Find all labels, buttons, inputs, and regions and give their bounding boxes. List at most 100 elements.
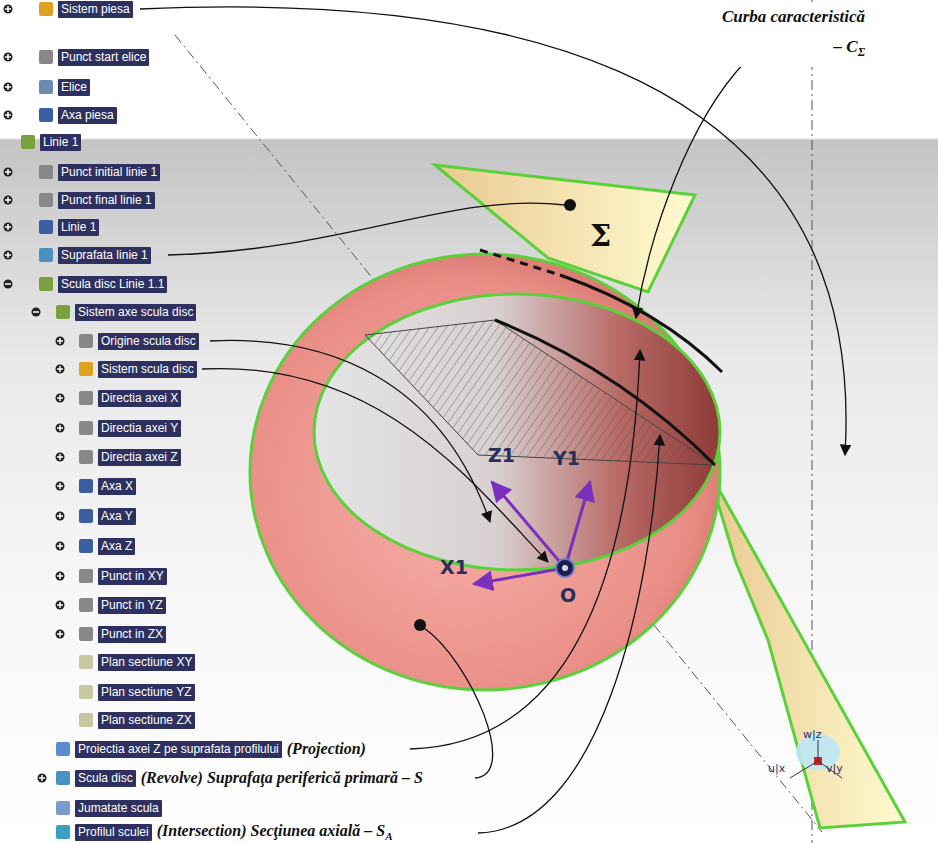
tree-expander	[38, 774, 47, 783]
tree-item-text: Scula disc	[78, 771, 133, 785]
y1-axis	[565, 482, 590, 568]
tree-item-text: Profilul sculei	[78, 825, 149, 839]
subscript: Σ	[858, 45, 865, 59]
tree-item-text: Linie 1	[61, 220, 96, 234]
tree-icon	[79, 569, 93, 583]
tree-expander	[7, 197, 9, 203]
tree-item-text: Linie 1	[43, 135, 78, 149]
tree-item: Punct initial linie 1	[58, 164, 160, 181]
tree-expander	[5, 283, 11, 285]
surface-name: Σ	[590, 218, 611, 253]
tree-icon	[39, 50, 53, 64]
tree-expander	[56, 512, 65, 521]
tree-item-text: Punct start elice	[61, 50, 146, 64]
tree-item: Directia axei Z	[98, 449, 181, 466]
tree-item-text: Plan sectiune ZX	[101, 713, 192, 727]
part-axis	[175, 35, 822, 832]
tree-expander	[59, 631, 61, 637]
tree-item: Punct in XY	[98, 568, 167, 585]
tree-item-text: Proiectia axei Z pe suprafata profilului	[78, 742, 279, 756]
tree-expander	[59, 602, 61, 608]
tree-item-text: Elice	[61, 80, 87, 94]
operation-text: (Projection)	[287, 740, 366, 757]
tree-expander	[56, 542, 65, 551]
tree-item: Punct in ZX	[98, 626, 166, 643]
tree-icon	[79, 713, 93, 727]
tree-item-text: Sistem scula disc	[101, 362, 194, 376]
tree-icon	[79, 334, 93, 348]
tree-item: Jumatate scula	[75, 800, 162, 817]
tree-item-text: Punct in XY	[101, 569, 164, 583]
tree-expander	[4, 53, 13, 62]
tree-expander	[33, 311, 39, 313]
tree-icon	[79, 450, 93, 464]
tree-item: Scula disc Linie 1.1	[58, 276, 167, 293]
subscript: A	[385, 830, 392, 842]
tree-expander	[56, 424, 65, 433]
tree-item-text: Axa Y	[101, 509, 133, 523]
tree-expander	[56, 572, 65, 581]
tree-icon	[79, 685, 93, 699]
tree-item: Directia axei Y	[98, 420, 181, 437]
tree-item-text: Scula disc Linie 1.1	[61, 277, 164, 291]
leader-line	[410, 350, 640, 749]
axis-name-text: X1	[440, 556, 468, 578]
tree-icon	[79, 362, 93, 376]
tree-expander	[7, 112, 9, 118]
axis-name-text: Y1	[553, 447, 580, 469]
axis-name: w|z	[803, 728, 821, 741]
tree-expander	[59, 454, 61, 460]
tree-expander	[59, 543, 61, 549]
leader-line	[636, 62, 745, 318]
tree-icon	[79, 598, 93, 612]
tree-expander	[7, 54, 9, 60]
tree-expander	[7, 169, 9, 175]
tree-item: Punct in YZ	[98, 597, 166, 614]
tree-icon	[79, 421, 93, 435]
axis-name: u|x	[768, 762, 785, 775]
tree-expander	[4, 251, 13, 260]
leader-line	[202, 369, 548, 562]
operation-text: (Intersection) Secţiunea axială – S	[157, 822, 385, 839]
tree-icon	[39, 80, 53, 94]
tree-item: Punct final linie 1	[58, 192, 155, 209]
leader-dot	[414, 619, 426, 631]
origin-point	[562, 565, 568, 571]
characteristic-curve	[495, 320, 715, 465]
characteristic-curve-hidden	[480, 250, 560, 275]
operation-text: (Revolve) Suprafaţa periferică primară –…	[141, 769, 423, 786]
tree-expander	[59, 338, 61, 344]
axis-name-text: v|y	[826, 762, 843, 775]
axis-name-text: u|x	[768, 762, 785, 775]
tree-expander	[7, 6, 9, 12]
tree-icon	[79, 627, 93, 641]
tree-icon	[56, 742, 70, 756]
tree-expander	[56, 601, 65, 610]
tree-item: Proiectia axei Z pe suprafata profilului	[75, 741, 282, 758]
axis-name: Y1	[553, 447, 580, 469]
tree-expander	[56, 365, 65, 374]
tree-icon	[79, 479, 93, 493]
tree-item-text: Jumatate scula	[78, 801, 159, 815]
tree-expander	[59, 483, 61, 489]
tree-expander	[41, 775, 43, 781]
tree-icon	[39, 220, 53, 234]
axis-triad	[790, 761, 818, 778]
tree-item-text: Punct in YZ	[101, 598, 163, 612]
leader-line	[140, 7, 846, 455]
tree-item-text: Axa X	[101, 479, 133, 493]
tree-expander	[4, 168, 13, 177]
tree-item-text: Directia axei Z	[101, 450, 178, 464]
tree-expander	[4, 223, 13, 232]
tree-expander	[59, 366, 61, 372]
axial-section	[365, 320, 715, 465]
x1-axis	[474, 568, 565, 584]
tree-item: Suprafata linie 1	[58, 247, 151, 264]
tree-item: Elice	[58, 79, 90, 96]
tree-item-text: Punct final linie 1	[61, 193, 152, 207]
callout-text: Curba caracteristică – C	[722, 7, 865, 56]
surface-name-text: Σ	[590, 218, 611, 253]
tree-expander	[7, 252, 9, 258]
tree-item: Scula disc	[75, 770, 136, 787]
axis-name-text: Z1	[488, 444, 515, 466]
